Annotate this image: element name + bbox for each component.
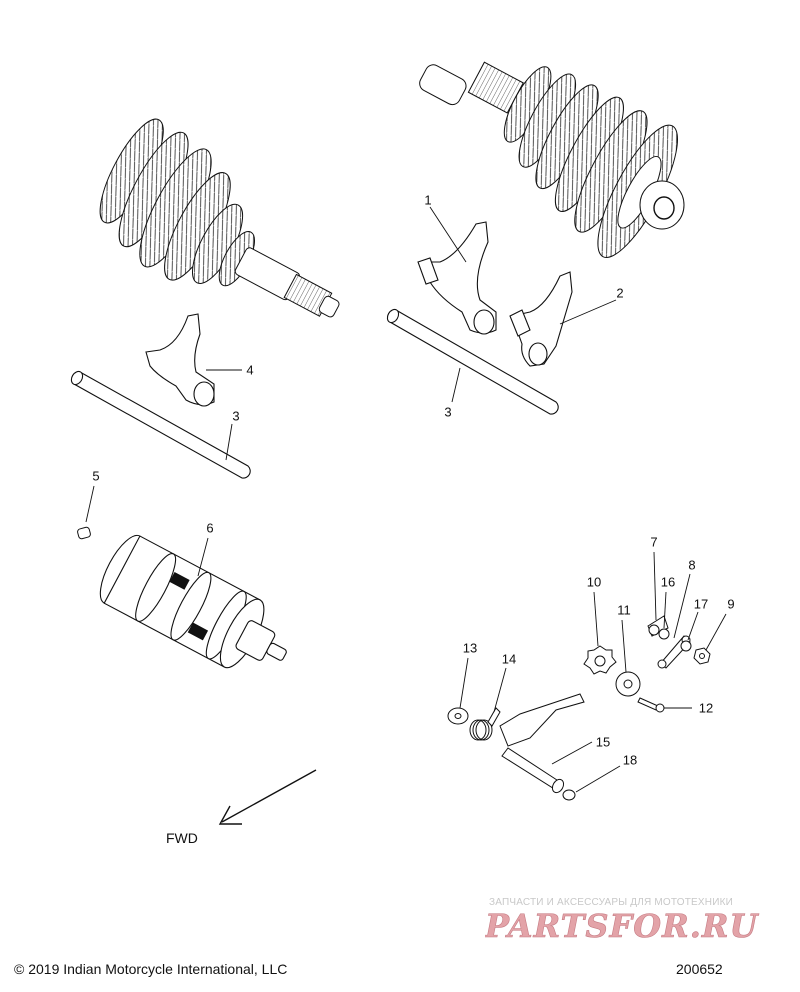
shift-fork-1 <box>417 221 497 335</box>
leader-lines <box>85 206 727 793</box>
callout-15: 15 <box>595 734 611 750</box>
shaft-tip <box>318 295 340 318</box>
leader-16 <box>663 591 667 629</box>
spring-14 <box>469 707 501 741</box>
nut-9 <box>693 647 711 665</box>
fwd-label: FWD <box>166 830 198 846</box>
callout-8: 8 <box>688 557 696 573</box>
washer-13 <box>447 707 469 725</box>
leader-17 <box>687 611 699 641</box>
callout-11: 11 <box>617 602 631 618</box>
washer-17 <box>680 640 692 652</box>
shift-shaft-15 <box>499 693 585 794</box>
leader-7 <box>653 551 657 621</box>
leader-8 <box>673 573 691 639</box>
forward-direction-arrow <box>218 769 317 825</box>
shift-fork-rod-left <box>70 370 251 479</box>
leader-15 <box>551 741 593 765</box>
shift-fork-2 <box>509 271 573 367</box>
callout-16: 16 <box>660 574 676 590</box>
bolt-12 <box>637 697 665 713</box>
bearing-bore <box>653 196 675 220</box>
detent-arm-7 <box>647 615 669 637</box>
leader-14 <box>493 667 507 713</box>
washer-11 <box>615 671 641 697</box>
leader-9 <box>705 613 727 651</box>
pin-5 <box>77 526 91 540</box>
watermark-tagline: ЗАПЧАСТИ И АКСЕССУАРЫ ДЛЯ МОТОТЕХНИКИ <box>489 897 734 908</box>
leader-1 <box>429 206 467 263</box>
shift-drum-6 <box>99 534 287 669</box>
leader-18 <box>575 765 621 793</box>
leader-11 <box>621 619 627 673</box>
callout-12: 12 <box>698 700 714 716</box>
leader-3 <box>225 423 233 461</box>
leader-5 <box>85 485 95 523</box>
callout-1: 1 <box>424 192 432 208</box>
leader-13 <box>459 657 469 709</box>
leader-6 <box>197 537 209 577</box>
callout-6: 6 <box>206 520 214 536</box>
callout-2: 2 <box>616 285 624 301</box>
shift-fork-4 <box>145 313 215 407</box>
leader-2 <box>559 299 617 325</box>
output-shaft-gear-assembly <box>419 61 685 258</box>
input-shaft-gear-assembly <box>99 118 340 318</box>
callout-10: 10 <box>586 574 602 590</box>
svg-text:PARTSFOR.RU: PARTSFOR.RU <box>485 907 759 945</box>
callout-5: 5 <box>92 468 100 484</box>
drawing-number: 200652 <box>676 961 723 977</box>
shaft-end <box>419 64 467 106</box>
callout-14: 14 <box>501 651 517 667</box>
callout-3: 3 <box>232 408 240 424</box>
callout-13: 13 <box>462 640 478 656</box>
watermark-logo: PARTSFOR.RU <box>485 907 759 946</box>
callout-4: 4 <box>246 362 254 378</box>
copyright-text: © 2019 Indian Motorcycle International, … <box>14 961 288 977</box>
circlip-18 <box>562 789 576 801</box>
leader-3 <box>451 367 461 403</box>
shift-linkage-parts <box>447 615 711 801</box>
star-cam-10 <box>583 645 617 675</box>
shift-fork-rod-right <box>386 308 559 415</box>
washer-16 <box>658 628 670 640</box>
callout-7: 7 <box>650 534 658 550</box>
callout-3: 3 <box>444 404 452 420</box>
callout-17: 17 <box>693 596 709 612</box>
callout-9: 9 <box>727 596 735 612</box>
callout-18: 18 <box>622 752 638 768</box>
leader-10 <box>593 591 599 647</box>
